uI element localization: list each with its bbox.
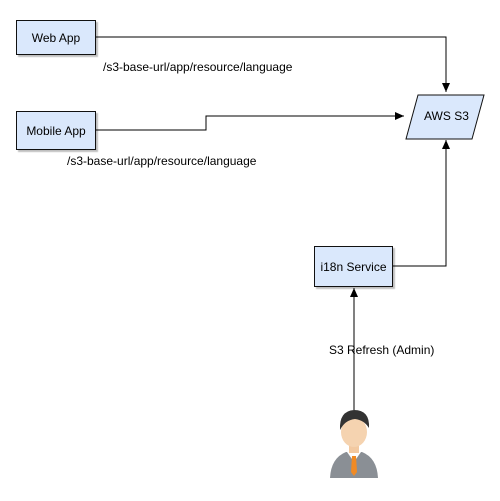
web-app-label: Web App	[31, 30, 81, 45]
aws-s3-label: AWS S3	[424, 109, 469, 123]
web-app-node[interactable]: Web App	[16, 20, 96, 55]
admin-user-icon	[330, 410, 378, 478]
admin-edge-label: S3 Refresh (Admin)	[329, 343, 435, 357]
edge-web-to-s3	[96, 36, 450, 92]
aws-s3-shape[interactable]	[405, 94, 485, 140]
web-edge-label: /s3-base-url/app/resource/language	[103, 60, 293, 74]
edge-i18n-to-s3	[393, 140, 450, 267]
mobile-app-node[interactable]: Mobile App	[16, 111, 96, 150]
mobile-app-label: Mobile App	[26, 123, 86, 138]
i18n-service-node[interactable]: i18n Service	[314, 246, 393, 287]
edge-mobile-to-s3	[96, 112, 404, 131]
mobile-edge-label: /s3-base-url/app/resource/language	[67, 154, 257, 168]
i18n-service-label: i18n Service	[320, 259, 387, 274]
